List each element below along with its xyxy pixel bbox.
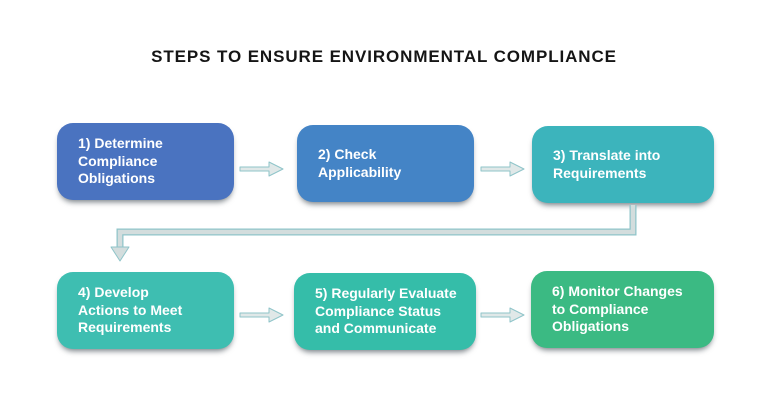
arrow-right-shape [239,161,284,177]
step-box-3: 3) Translate into Requirements [532,126,714,203]
arrow-right-icon [239,161,284,177]
arrow-right-shape [480,161,525,177]
step-box-2: 2) Check Applicability [297,125,474,202]
arrow-right-icon [480,307,525,323]
step-label-3: 3) Translate into Requirements [553,147,661,181]
arrow-right-shape [480,307,525,323]
elbow-connector-arrow [110,205,637,262]
arrow-right-icon [239,307,284,323]
step-label-2: 2) Check Applicability [318,146,402,180]
step-label-5: 5) Regularly Evaluate Compliance Status … [315,285,457,337]
step-box-1: 1) Determine Compliance Obligations [57,123,234,200]
step-label-6: 6) Monitor Changes to Compliance Obligat… [552,283,683,335]
arrow-right-shape [239,307,284,323]
arrow-right-icon [480,161,525,177]
page-title: STEPS TO ENSURE ENVIRONMENTAL COMPLIANCE [151,47,617,66]
step-label-4: 4) Develop Actions to Meet Requirements [78,284,183,336]
elbow-line [117,205,636,249]
step-box-4: 4) Develop Actions to Meet Requirements [57,272,234,349]
step-box-6: 6) Monitor Changes to Compliance Obligat… [531,271,714,348]
step-box-5: 5) Regularly Evaluate Compliance Status … [294,273,476,350]
arrow-down-head [110,246,130,262]
elbow-outline [116,205,637,249]
step-label-1: 1) Determine Compliance Obligations [78,135,163,187]
